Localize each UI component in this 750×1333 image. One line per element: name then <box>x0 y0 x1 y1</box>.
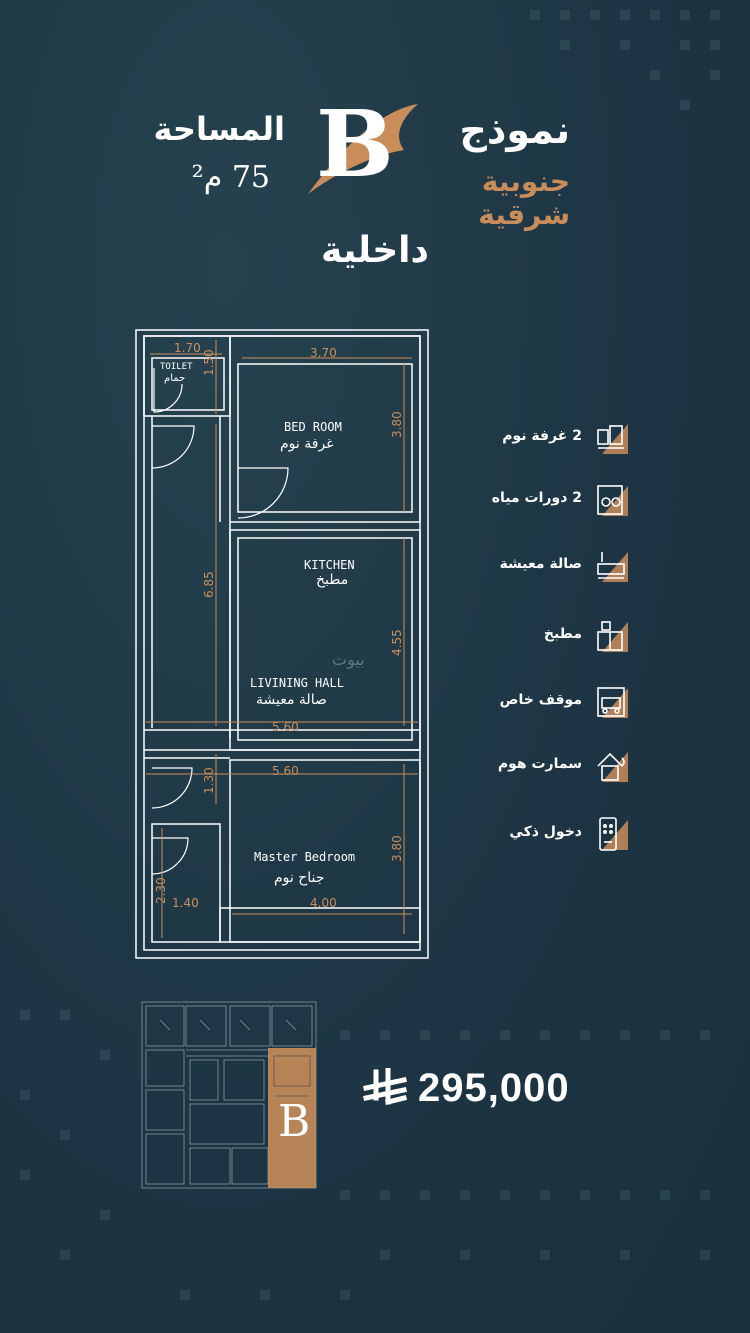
feature-kitchen: مطبخ <box>470 618 630 654</box>
dim-master-width: 5.60 <box>272 764 299 778</box>
dim-hall-depth: 1.30 <box>202 767 216 794</box>
feature-label: موقف خاص <box>499 692 582 708</box>
master-bedroom-label-en: Master Bedroom <box>254 850 356 864</box>
bedroom-label-en: BED ROOM <box>284 420 342 434</box>
toilet-label-en: TOILET <box>160 362 193 372</box>
bedroom-icon <box>597 424 628 454</box>
feature-bathrooms: 2 دورات مياه <box>470 482 630 518</box>
direction-label: جنوبية شرقية <box>478 165 570 231</box>
kitchen-label-ar: مطبخ <box>316 572 349 588</box>
subtitle: داخلية <box>321 230 429 271</box>
dim-bedroom-width: 3.70 <box>310 346 337 360</box>
bedroom-label-ar: غرفة نوم <box>280 436 334 452</box>
model-label: نموذج <box>459 108 570 152</box>
saudi-riyal-icon <box>363 1068 408 1106</box>
dim-living-width: 5.60 <box>272 720 299 734</box>
decorative-dots-bottom <box>0 990 750 1333</box>
dim-bath-depth: 2.30 <box>154 877 168 904</box>
model-letter: B <box>316 90 394 198</box>
floor-plan-walls <box>135 329 429 959</box>
feature-label: صالة معيشة <box>499 556 582 572</box>
feature-smart-entry: دخول ذكي <box>470 816 630 852</box>
dim-closet-width: 4.00 <box>310 896 337 910</box>
feature-living: صالة معيشة <box>470 548 630 584</box>
car-parking-icon <box>597 687 628 718</box>
model-logo: B <box>300 90 430 210</box>
sofa-icon <box>597 552 628 582</box>
area-value: 75 م² <box>191 160 270 195</box>
decorative-dots-top <box>520 0 750 140</box>
swoosh-icon <box>308 104 418 194</box>
feature-label: مطبخ <box>543 626 582 642</box>
kitchen-label-en: KITCHEN <box>304 558 355 572</box>
bathroom-icon <box>597 485 628 516</box>
dim-master-depth: 3.80 <box>390 835 404 862</box>
dim-bath-width: 1.40 <box>172 896 199 910</box>
dim-toilet-depth: 1.50 <box>202 349 216 376</box>
building-plan-lines <box>141 1001 317 1189</box>
feature-label: 2 دورات مياه <box>491 490 582 506</box>
living-hall-label-ar: صالة معيشة <box>256 692 327 708</box>
dim-toilet-width: 1.70 <box>174 341 201 355</box>
area-label: المساحة <box>153 110 285 148</box>
feature-parking: موقف خاص <box>470 684 630 720</box>
feature-bedrooms: 2 غرفة نوم <box>470 420 630 456</box>
smart-home-icon <box>597 752 628 782</box>
building-plan-thumbnail: B <box>140 1000 318 1190</box>
watermark: بيوت <box>332 650 365 669</box>
dim-living-depth: 4.55 <box>390 629 404 656</box>
feature-label: 2 غرفة نوم <box>502 428 582 444</box>
feature-label: دخول ذكي <box>509 824 582 840</box>
dim-corridor-length: 6.85 <box>202 571 216 598</box>
price-value: 295,000 <box>418 1066 570 1110</box>
toilet-label-ar: حمام <box>164 373 186 384</box>
dim-bedroom-depth: 3.80 <box>390 411 404 438</box>
mini-unit-letter: B <box>278 1096 311 1147</box>
master-bedroom-label-ar: جناح نوم <box>274 870 325 886</box>
smart-lock-icon <box>599 817 628 851</box>
living-hall-label-en: LIVINING HALL <box>250 676 344 690</box>
feature-smart-home: سمارت هوم <box>470 748 630 784</box>
feature-label: سمارت هوم <box>497 756 582 772</box>
kitchen-icon <box>597 621 628 652</box>
floor-plan: TOILET حمام BED ROOM غرفة نوم KITCHEN مط… <box>132 328 432 960</box>
